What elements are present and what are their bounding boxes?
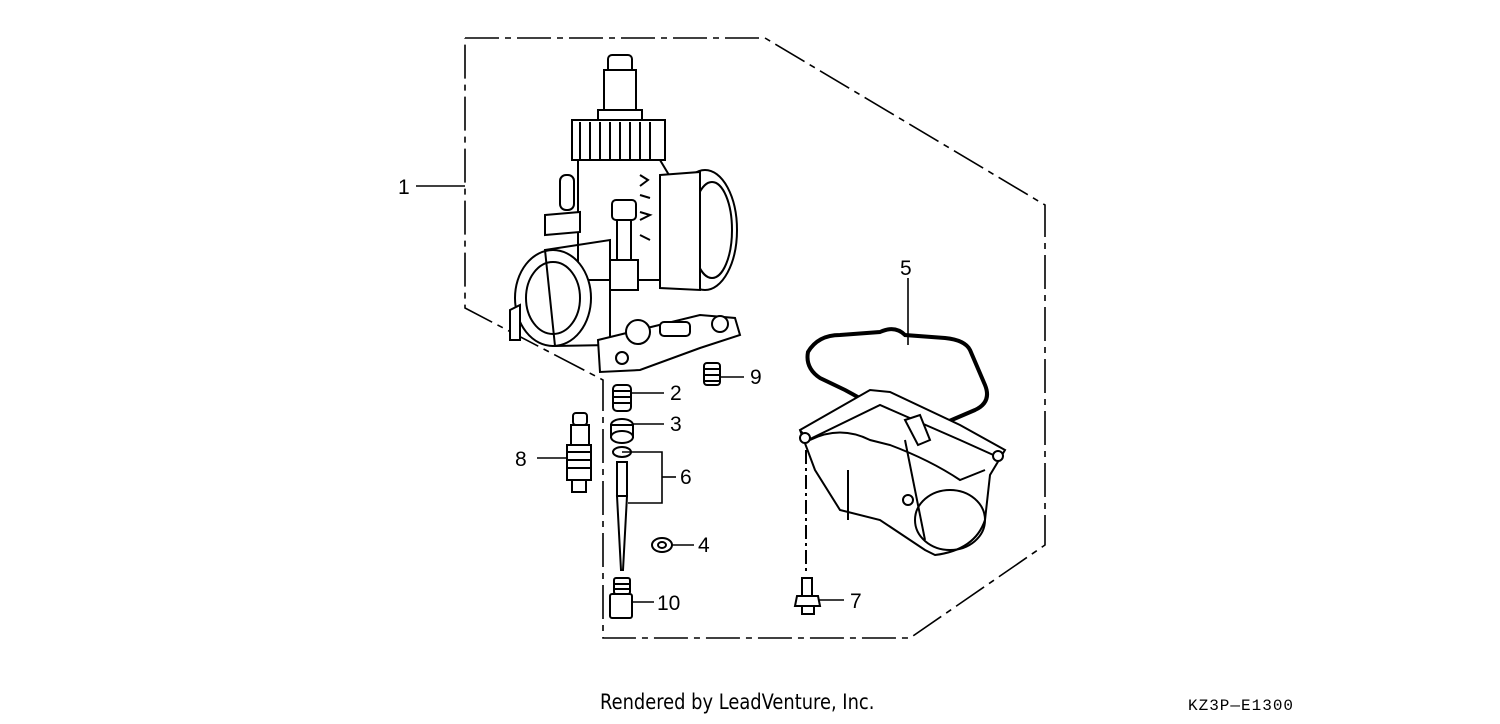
callout-10: 10 [657,592,680,615]
leader-lines [416,185,909,603]
callout-4: 4 [698,534,710,557]
callout-2: 2 [670,382,682,405]
callout-5: 5 [900,257,912,280]
callout-9: 9 [750,366,762,389]
tower-markings [639,174,653,241]
diagram-code: KZ3P—E1300 [1188,697,1295,715]
callout-6: 6 [680,466,692,489]
small-parts [566,362,721,619]
rendered-by-credit: Rendered by LeadVenture, Inc. [600,690,875,714]
float-bowl [798,388,1007,557]
callout-1: 1 [398,176,410,199]
callout-8: 8 [515,448,527,471]
callout-3: 3 [670,413,682,436]
float-bowl-gasket [805,327,989,432]
carburetor-body [509,54,742,374]
float-bowl-bolt [793,450,822,615]
callout-7: 7 [850,590,862,613]
